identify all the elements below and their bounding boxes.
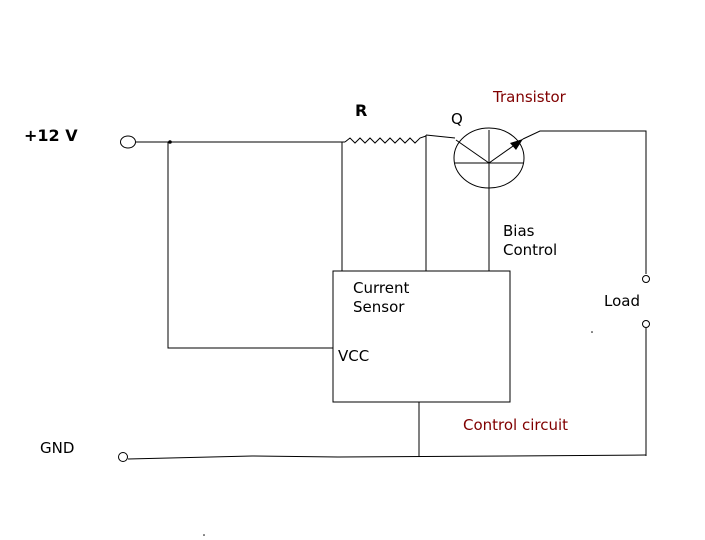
control-label: Control <box>503 241 557 259</box>
junction-dot <box>168 140 172 144</box>
transistor-to-load-wire <box>522 130 647 274</box>
transistor-label: Transistor <box>492 88 567 106</box>
resistor-to-transistor-wire <box>425 134 456 139</box>
control-circuit-box <box>332 270 511 403</box>
supply-voltage-label: +12 V <box>24 126 78 145</box>
load-terminal-bottom <box>642 320 650 328</box>
transistor-ref-label: Q <box>451 110 463 128</box>
control-circuit-label: Control circuit <box>463 416 568 434</box>
supply-terminal <box>120 135 136 149</box>
stray-speck <box>203 534 205 536</box>
load-label: Load <box>604 292 640 310</box>
current-label: Current <box>353 279 409 297</box>
sensor-label: Sensor <box>353 298 405 316</box>
ground-terminal <box>118 452 128 462</box>
transistor-q <box>453 127 525 189</box>
vcc-feed-wire <box>167 142 333 349</box>
resistor-label: R <box>355 101 367 120</box>
bias-label: Bias <box>503 222 535 240</box>
vcc-label: VCC <box>338 347 369 365</box>
resistor-r <box>344 135 427 144</box>
ground-rail-wire <box>127 454 647 460</box>
ground-label: GND <box>40 439 74 457</box>
stray-speck <box>591 331 593 333</box>
load-terminal-top <box>642 275 650 283</box>
